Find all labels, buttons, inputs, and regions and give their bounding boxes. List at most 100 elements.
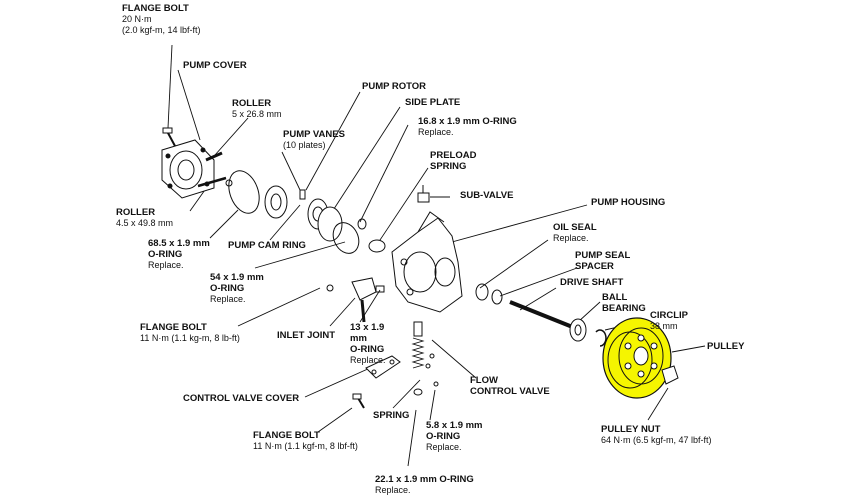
label-title: SIDE PLATE (405, 97, 461, 108)
label-title: FLOW (470, 375, 498, 386)
label-oring-54: 54 x 1.9 mm O-RING Replace. (210, 272, 264, 305)
label-line: Replace. (418, 127, 454, 137)
label-line: BEARING (602, 303, 646, 314)
label-preload-spring: PRELOAD SPRING (430, 150, 476, 172)
label-roller-large: ROLLER 4.5 x 49.8 mm (116, 207, 173, 229)
label-pump-seal-spacer: PUMP SEAL SPACER (575, 250, 630, 272)
label-oring-68: 68.5 x 1.9 mm O-RING Replace. (148, 238, 210, 271)
label-title: ROLLER (116, 207, 156, 218)
label-line: (2.0 kgf-m, 14 lbf-ft) (122, 25, 201, 35)
label-roller-small: ROLLER 5 x 26.8 mm (232, 98, 282, 120)
pump-cover-part (161, 139, 215, 199)
label-title: PRELOAD (430, 150, 477, 161)
label-flange-bolt-mid: FLANGE BOLT 11 N·m (1.1 kg-m, 8 lb-ft) (140, 322, 240, 344)
control-valve-cover-part (352, 355, 401, 409)
label-line: Replace. (426, 442, 462, 452)
label-line: CONTROL VALVE (470, 386, 550, 397)
label-title: OIL SEAL (553, 222, 597, 233)
pulley-part (602, 317, 679, 399)
label-title: INLET JOINT (277, 330, 336, 341)
label-drive-shaft: DRIVE SHAFT (560, 277, 623, 288)
pump-housing-part (391, 211, 463, 313)
label-title: ROLLER (232, 98, 272, 109)
label-flow-control-valve: FLOW CONTROL VALVE (470, 375, 550, 397)
label-title: PUMP CAM RING (228, 240, 306, 251)
label-pump-rotor: PUMP ROTOR (362, 81, 426, 92)
flow-control-valve-part (411, 321, 439, 396)
label-line: 38 mm (650, 321, 678, 331)
oring-68-part (225, 170, 260, 214)
label-title: PULLEY (707, 341, 745, 352)
label-oil-seal: OIL SEAL Replace. (553, 222, 597, 244)
pump-rotor-part (299, 189, 343, 242)
label-line: Replace. (148, 260, 184, 270)
label-line: 4.5 x 49.8 mm (116, 218, 174, 228)
label-line: O-RING (426, 431, 461, 442)
label-circlip: CIRCLIP 38 mm (650, 310, 688, 332)
label-title: 13 x 1.9 (350, 322, 385, 333)
label-control-valve-cover: CONTROL VALVE COVER (183, 393, 299, 404)
label-title: 16.8 x 1.9 mm O-RING (418, 116, 517, 127)
label-title: FLANGE BOLT (140, 322, 207, 333)
label-line: SPRING (430, 161, 467, 172)
label-pump-vanes: PUMP VANES (10 plates) (283, 129, 345, 151)
side-plate-part (332, 218, 386, 254)
label-title: PUMP COVER (183, 60, 247, 71)
label-title: BALL (602, 292, 628, 303)
label-title: SPRING (373, 410, 410, 421)
label-ball-bearing: BALL BEARING (602, 292, 646, 314)
label-line: 5 x 26.8 mm (232, 109, 282, 119)
cam-ring-part (264, 185, 288, 219)
label-line: 20 N·m (122, 14, 152, 24)
label-line: (10 plates) (283, 140, 326, 150)
label-line: O-RING (148, 249, 183, 260)
label-flange-bolt-top: FLANGE BOLT 20 N·m (2.0 kgf-m, 14 lbf-ft… (122, 3, 201, 36)
label-line: mm (350, 333, 367, 344)
label-flange-bolt-bottom: FLANGE BOLT 11 N·m (1.1 kgf-m, 8 lbf-ft) (253, 430, 358, 452)
label-line: Replace. (350, 355, 386, 365)
label-oring-16: 16.8 x 1.9 mm O-RING Replace. (418, 116, 517, 138)
leader-lines (167, 44, 706, 467)
label-title: SUB-VALVE (460, 190, 514, 201)
label-line: Replace. (553, 233, 589, 243)
label-title: CIRCLIP (650, 310, 688, 321)
label-inlet-joint: INLET JOINT (277, 330, 335, 341)
label-line: 11 N·m (1.1 kg-m, 8 lb-ft) (140, 333, 240, 343)
label-oring-22: 22.1 x 1.9 mm O-RING Replace. (375, 474, 474, 496)
label-oring-5-8: 5.8 x 1.9 mm O-RING Replace. (426, 420, 483, 453)
label-title: DRIVE SHAFT (560, 277, 624, 288)
label-line: Replace. (375, 485, 411, 495)
label-title: PUMP SEAL (575, 250, 631, 261)
label-title: 68.5 x 1.9 mm (148, 238, 210, 249)
label-title: PUMP HOUSING (591, 197, 666, 208)
label-line: 64 N·m (6.5 kgf-m, 47 lbf-ft) (601, 435, 712, 445)
label-line: 11 N·m (1.1 kgf-m, 8 lbf-ft) (253, 441, 358, 451)
label-spring: SPRING (373, 410, 409, 421)
label-side-plate: SIDE PLATE (405, 97, 460, 108)
label-title: CONTROL VALVE COVER (183, 393, 300, 404)
label-line: Replace. (210, 294, 246, 304)
label-sub-valve: SUB-VALVE (460, 190, 513, 201)
inlet-joint-part (326, 277, 385, 323)
label-title: 5.8 x 1.9 mm (426, 420, 483, 431)
label-title: PUMP VANES (283, 129, 345, 140)
label-line: O-RING (350, 344, 385, 355)
label-title: PULLEY NUT (601, 424, 661, 435)
label-title: 22.1 x 1.9 mm O-RING (375, 474, 474, 485)
label-title: FLANGE BOLT (122, 3, 189, 14)
label-line: O-RING (210, 283, 245, 294)
label-pump-cover: PUMP COVER (183, 60, 247, 71)
flange-bolt-top-part (162, 127, 176, 147)
label-line: SPACER (575, 261, 614, 272)
label-title: FLANGE BOLT (253, 430, 320, 441)
label-title: PUMP ROTOR (362, 81, 427, 92)
label-pulley: PULLEY (707, 341, 744, 352)
sub-valve-part (417, 185, 430, 203)
label-oring-13: 13 x 1.9 mm O-RING Replace. (350, 322, 386, 366)
label-pump-housing: PUMP HOUSING (591, 197, 665, 208)
shaft-assembly-part (475, 283, 607, 347)
label-title: 54 x 1.9 mm (210, 272, 264, 283)
label-pulley-nut: PULLEY NUT 64 N·m (6.5 kgf-m, 47 lbf-ft) (601, 424, 712, 446)
